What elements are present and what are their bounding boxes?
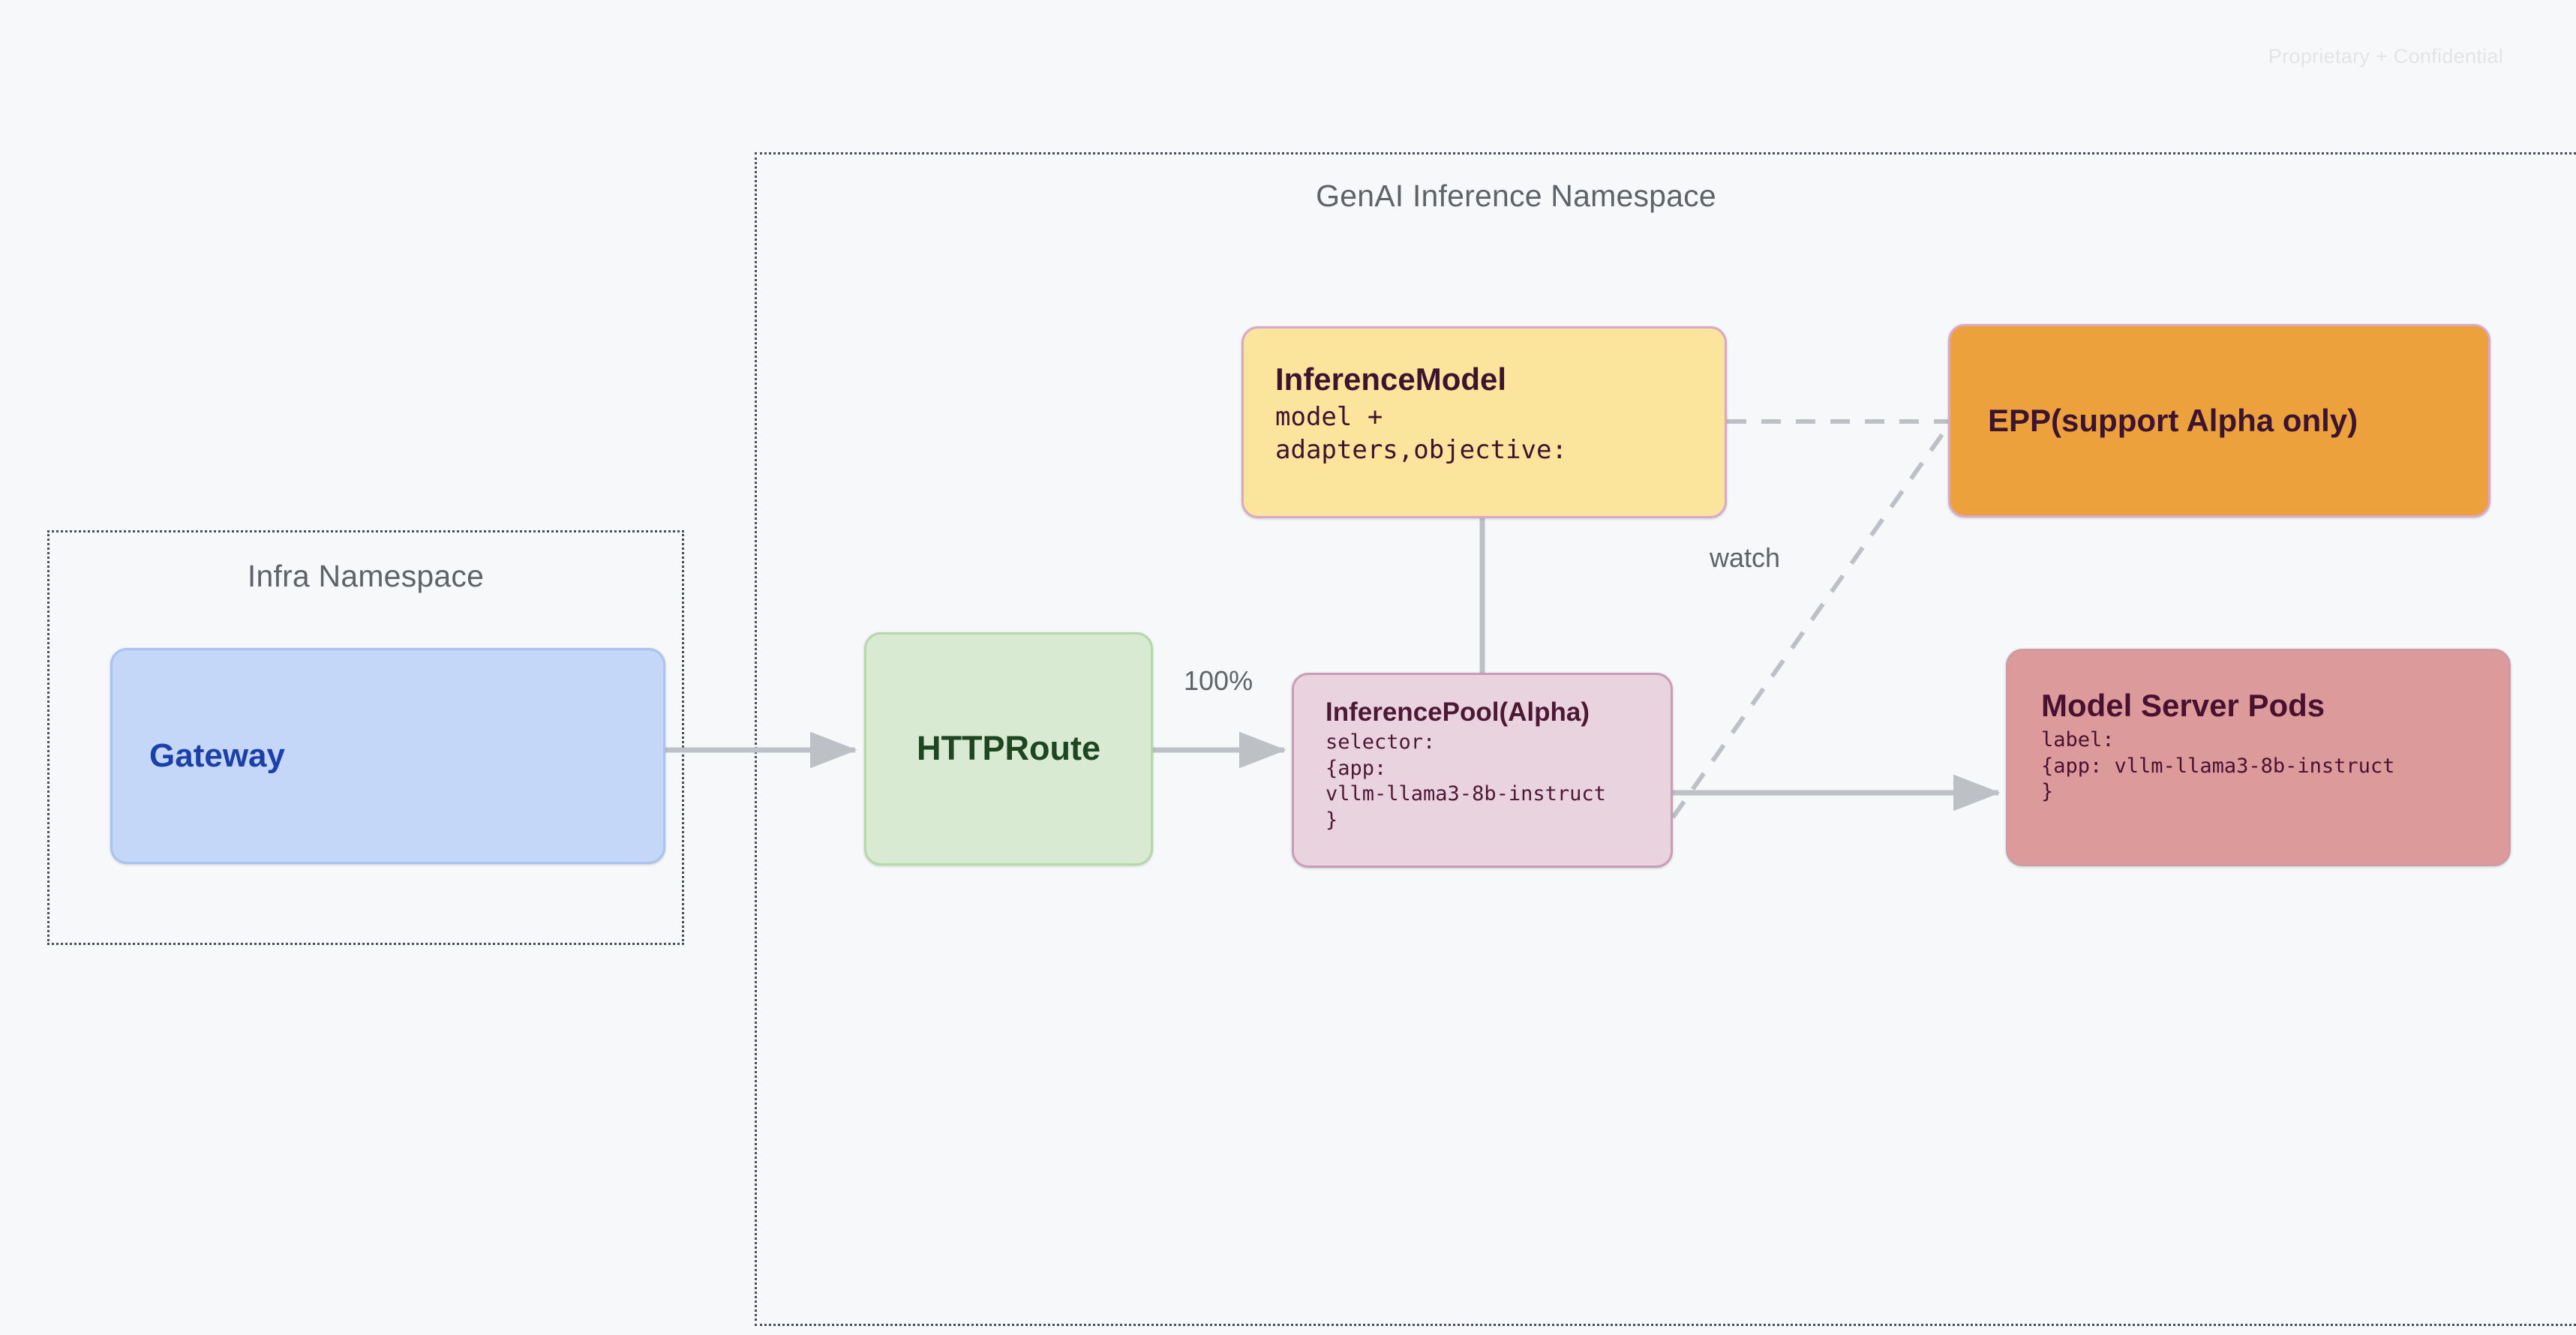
node-httproute-title: HTTPRoute [917,729,1100,768]
node-inferencemodel[interactable]: InferenceModel model + adapters,objectiv… [1241,326,1727,518]
node-epp-title: EPP(support Alpha only) [1988,403,2358,439]
namespace-container-infra [47,530,684,945]
namespace-title-infra: Infra Namespace [247,559,485,593]
node-inferencemodel-title: InferenceModel [1275,362,1507,397]
node-model-server-pods-title: Model Server Pods [2041,688,2325,723]
edge-label-watch: watch [1710,542,1781,573]
node-inferencepool-body: selector: {app: vllm-llama3-8b-instruct … [1326,730,1606,832]
node-model-server-pods[interactable]: Model Server Pods label: {app: vllm-llam… [2006,649,2511,866]
node-inferencepool-title: InferencePool(Alpha) [1326,698,1590,727]
node-epp[interactable]: EPP(support Alpha only) [1948,324,2490,518]
edge-label-traffic-weight: 100% [1184,665,1253,696]
namespace-title-genai: GenAI Inference Namespace [1316,178,1716,213]
node-model-server-pods-body: label: {app: vllm-llama3-8b-instruct } [2041,728,2395,804]
node-inferencemodel-body: model + adapters,objective: [1275,402,1567,465]
confidential-notice: Proprietary + Confidential [2268,45,2503,68]
namespace-container-genai [755,152,2576,1326]
node-gateway[interactable]: Gateway [110,648,665,864]
node-inferencepool[interactable]: InferencePool(Alpha) selector: {app: vll… [1292,673,1673,868]
node-gateway-title: Gateway [149,737,285,775]
node-httproute[interactable]: HTTPRoute [864,632,1153,866]
